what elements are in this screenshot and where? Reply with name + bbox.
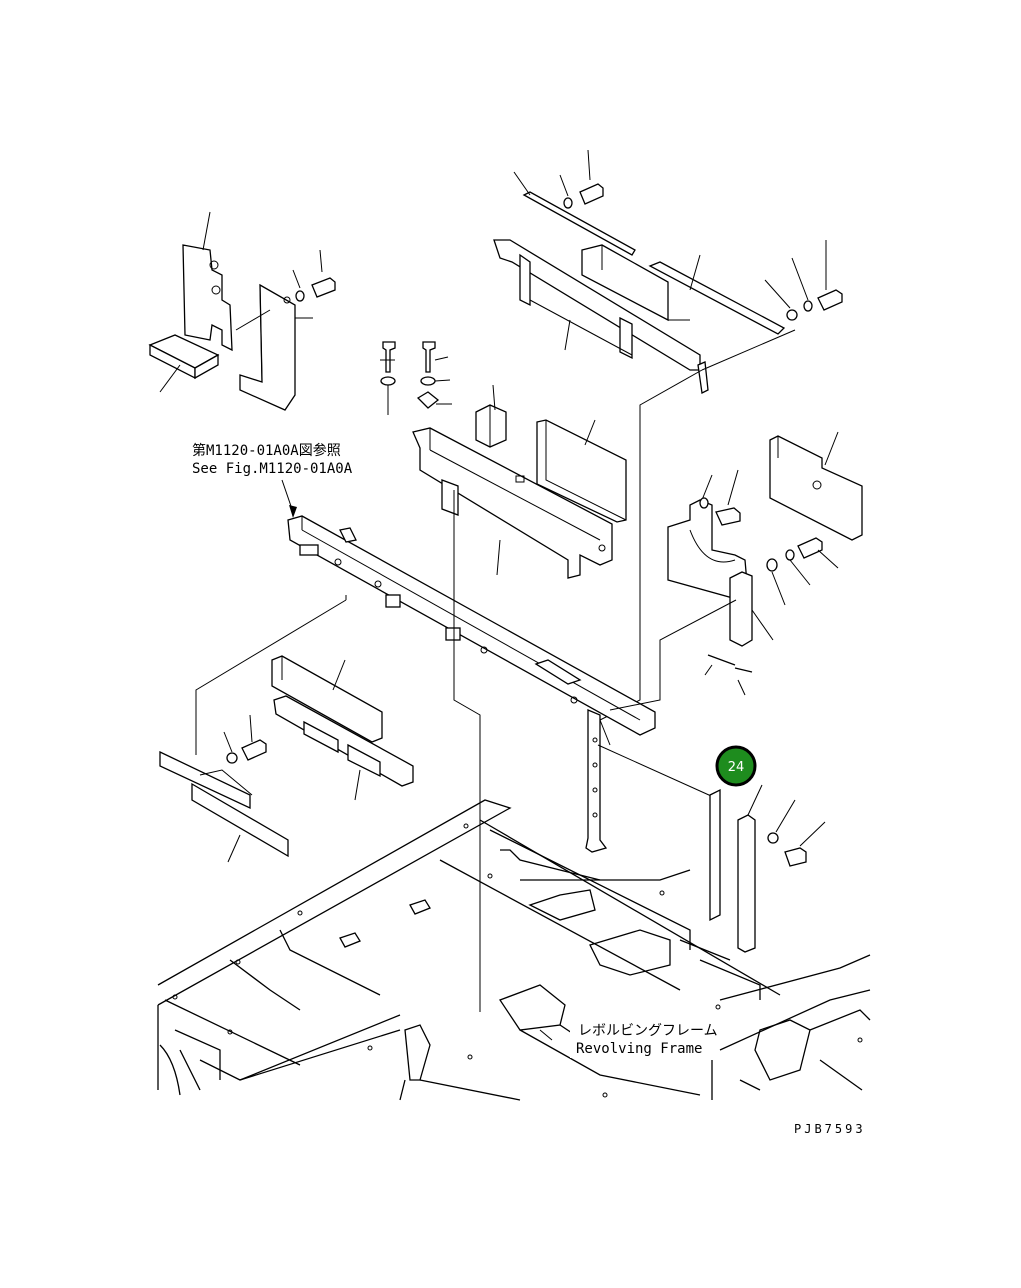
lower-left-pads bbox=[159, 595, 414, 863]
drawing-code: PJB7593 bbox=[794, 1122, 866, 1136]
right-shaped-plate bbox=[667, 469, 749, 601]
callout-24-circle bbox=[715, 745, 757, 787]
revolving-frame bbox=[157, 719, 871, 1101]
reference-note: 第M1120-01A0A図参照 See Fig.M1120-01A0A bbox=[192, 442, 353, 477]
middle-rail bbox=[412, 427, 613, 579]
small-square-pad bbox=[475, 384, 507, 448]
right-vertical-panel bbox=[709, 784, 826, 953]
reference-note-jp: 第M1120-01A0A図参照 bbox=[192, 442, 341, 459]
reference-note-en: See Fig.M1120-01A0A bbox=[192, 461, 353, 477]
leader-line-center bbox=[453, 490, 481, 1012]
frame-label: レボルビングフレーム Revolving Frame bbox=[570, 1020, 718, 1058]
right-upper-cushion bbox=[769, 431, 863, 541]
upper-left-cover-plate bbox=[182, 211, 233, 352]
small-block-left bbox=[148, 334, 220, 393]
callout-24-number: 24 bbox=[728, 760, 745, 775]
frame-label-jp: レボルビングフレーム bbox=[578, 1023, 718, 1039]
bolt-set-center bbox=[380, 341, 452, 415]
callout-24-badge[interactable]: 24 bbox=[715, 745, 757, 787]
vertical-hanger-strip bbox=[585, 709, 721, 853]
lower-long-rail bbox=[281, 479, 656, 736]
upper-left-bracket bbox=[235, 249, 336, 411]
frame-label-en: Revolving Frame bbox=[576, 1041, 702, 1057]
upper-right-bracket bbox=[493, 149, 843, 721]
right-vertical-bracket bbox=[609, 537, 839, 711]
